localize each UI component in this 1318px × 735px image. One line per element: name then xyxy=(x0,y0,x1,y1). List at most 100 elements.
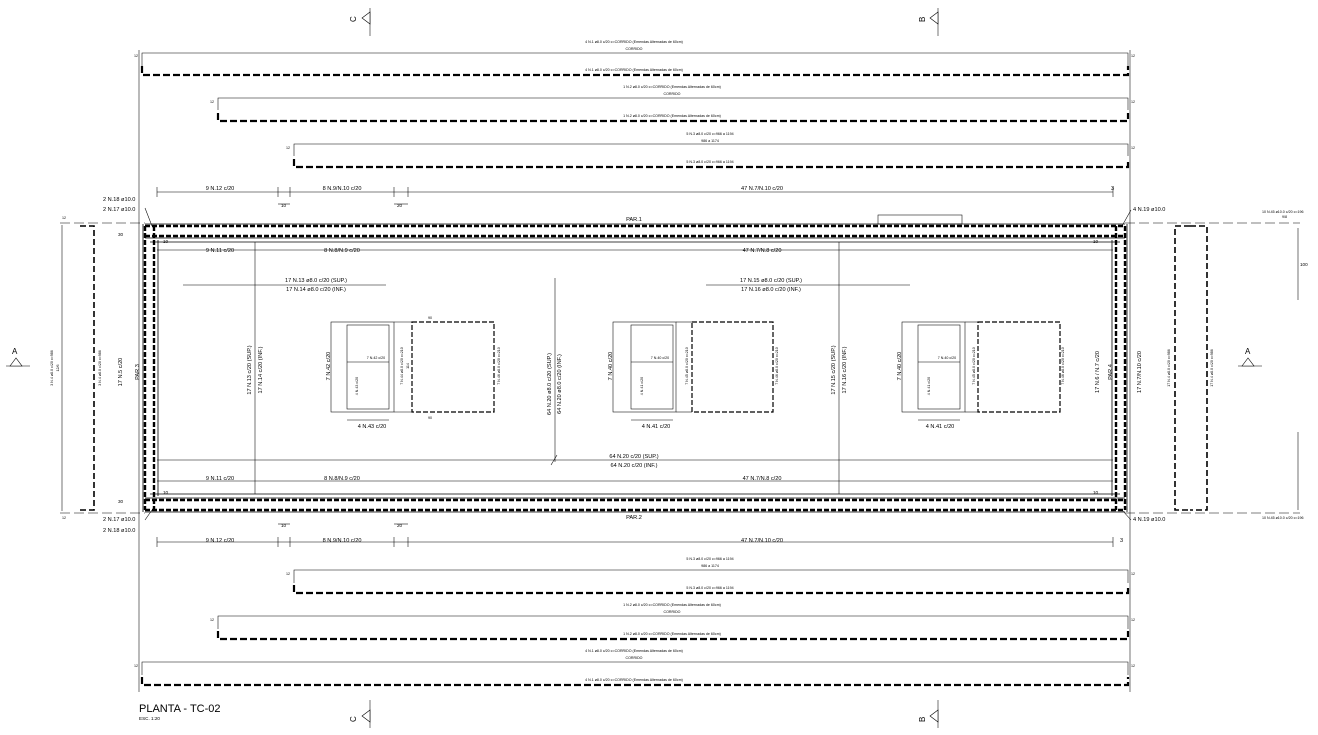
opening-3: 7 N.40 c/20 7 N.40 c/20 4 N.41 c/20 7 N.… xyxy=(897,321,1065,430)
svg-text:47 N.7/N.8 c/20: 47 N.7/N.8 c/20 xyxy=(743,476,782,482)
section-a-right: A xyxy=(1245,347,1251,356)
svg-text:7 N.42 c/20: 7 N.42 c/20 xyxy=(367,356,385,360)
svg-text:17 N.16 c/20 (INF.): 17 N.16 c/20 (INF.) xyxy=(842,346,848,393)
n1-label-top: 4 N.1 ø8.0 c/20 c=CORRIDO (Emendas Alter… xyxy=(585,40,683,44)
svg-text:12: 12 xyxy=(1131,100,1135,104)
svg-text:12: 12 xyxy=(134,664,138,668)
svg-text:4 N.1 ø8.0 c/20 c=CORRIDO (Eme: 4 N.1 ø8.0 c/20 c=CORRIDO (Emendas Alter… xyxy=(585,649,683,653)
svg-text:12: 12 xyxy=(62,516,66,520)
svg-text:5 N.3 ø8.0 c/20 c=966 a 1194: 5 N.3 ø8.0 c/20 c=966 a 1194 xyxy=(686,586,733,590)
svg-text:9 N.12 c/20: 9 N.12 c/20 xyxy=(206,186,235,192)
svg-text:10: 10 xyxy=(1093,239,1099,244)
opening-2: 7 N.40 c/20 7 N.40 c/20 4 N.41 c/20 7 N.… xyxy=(608,321,779,430)
svg-text:12: 12 xyxy=(1131,618,1135,622)
opening-1: 7 N.42 c/20 7 N.42 c/20 4 N.43 c/20 7 N.… xyxy=(326,316,501,430)
svg-text:4 N.43 c/20: 4 N.43 c/20 xyxy=(355,377,359,395)
par4-label: PAR.4 xyxy=(1108,364,1114,380)
svg-text:3 N.4 ø8.0 c/20 c=986: 3 N.4 ø8.0 c/20 c=986 xyxy=(98,350,102,385)
svg-text:8 N.9/N.10 c/20: 8 N.9/N.10 c/20 xyxy=(323,186,362,192)
svg-text:20: 20 xyxy=(397,203,403,208)
svg-text:64 N.20 c/20 (INF.): 64 N.20 c/20 (INF.) xyxy=(611,463,658,469)
svg-text:17 N.5 c/20: 17 N.5 c/20 xyxy=(118,358,124,387)
par1-label: PAR.1 xyxy=(626,217,642,223)
svg-text:17 N.4 ø8.0 c/20 c=986: 17 N.4 ø8.0 c/20 c=986 xyxy=(1167,349,1171,386)
svg-text:7 N.45 ø8.0 c/20 c=210: 7 N.45 ø8.0 c/20 c=210 xyxy=(685,347,689,384)
svg-text:10: 10 xyxy=(281,203,287,208)
svg-text:4 N.41 c/20: 4 N.41 c/20 xyxy=(927,377,931,395)
svg-text:8 N.8/N.9 c/20: 8 N.8/N.9 c/20 xyxy=(324,248,360,254)
svg-text:7 N.46 ø8.0 c/20 c=210: 7 N.46 ø8.0 c/20 c=210 xyxy=(1061,347,1065,384)
svg-text:12: 12 xyxy=(1131,146,1135,150)
svg-text:64 N.20 ø8.0 c/20 (SUP.): 64 N.20 ø8.0 c/20 (SUP.) xyxy=(547,353,553,415)
svg-text:4 N.41 c/20: 4 N.41 c/20 xyxy=(642,424,671,430)
svg-text:5 N.3 ø8.0 c/20 c=966 a 1194: 5 N.3 ø8.0 c/20 c=966 a 1194 xyxy=(686,132,733,136)
svg-text:5 N.3 ø8.0 c/20 c=966 a 1194: 5 N.3 ø8.0 c/20 c=966 a 1194 xyxy=(686,557,733,561)
svg-text:7 N.40 c/20: 7 N.40 c/20 xyxy=(608,352,614,381)
svg-text:12: 12 xyxy=(210,100,214,104)
svg-text:7 N.40 c/20: 7 N.40 c/20 xyxy=(897,352,903,381)
svg-text:20: 20 xyxy=(397,523,403,528)
svg-text:10 N.45 ø10.0 c/20 c=196: 10 N.45 ø10.0 c/20 c=196 xyxy=(1262,516,1303,520)
svg-text:12: 12 xyxy=(286,146,290,150)
svg-text:64 N.20 c/20 (SUP.): 64 N.20 c/20 (SUP.) xyxy=(609,454,658,460)
svg-text:17 N.14 ø8.0 c/20 (INF.): 17 N.14 ø8.0 c/20 (INF.) xyxy=(286,287,346,293)
svg-text:9/8: 9/8 xyxy=(1282,215,1287,219)
top-bar-schedule: 4 N.1 ø8.0 c/20 c=CORRIDO (Emendas Alter… xyxy=(134,40,1135,169)
slab-reinforcement: 17 N.13 ø8.0 c/20 (SUP.) 17 N.14 ø8.0 c/… xyxy=(157,242,1113,494)
svg-text:986 a 1174: 986 a 1174 xyxy=(701,139,719,143)
svg-text:7 N.46 ø8.0 c/20 c=210: 7 N.46 ø8.0 c/20 c=210 xyxy=(775,347,779,384)
svg-text:17 N.15 ø8.0 c/20 (SUP.): 17 N.15 ø8.0 c/20 (SUP.) xyxy=(740,278,802,284)
svg-text:10: 10 xyxy=(1093,490,1099,495)
svg-text:7 N.45 ø8.0 c/20 c=210: 7 N.45 ø8.0 c/20 c=210 xyxy=(972,347,976,384)
svg-text:CORRIDO: CORRIDO xyxy=(664,92,681,96)
svg-text:2 N.17 ø10.0: 2 N.17 ø10.0 xyxy=(103,517,135,523)
par2-label: PAR.2 xyxy=(626,515,642,521)
svg-text:17 N.4 ø8.0 c/20 c=986: 17 N.4 ø8.0 c/20 c=986 xyxy=(1210,349,1214,386)
svg-text:90: 90 xyxy=(428,416,432,420)
svg-text:9 N.11 c/20: 9 N.11 c/20 xyxy=(206,476,234,482)
top-stirrup-dims: 9 N.12 c/20 8 N.9/N.10 c/20 47 N.7/N.10 … xyxy=(156,186,1114,254)
svg-text:12/6: 12/6 xyxy=(56,365,60,372)
svg-text:4 N.43 c/20: 4 N.43 c/20 xyxy=(358,424,387,430)
section-b-bottom: B xyxy=(918,717,927,722)
svg-text:1 N.2 ø8.0 c/20 c=CORRIDO (Eme: 1 N.2 ø8.0 c/20 c=CORRIDO (Emendas Alter… xyxy=(623,85,721,89)
svg-text:17 N.14 c/20 (INF.): 17 N.14 c/20 (INF.) xyxy=(258,346,264,393)
svg-text:3: 3 xyxy=(1111,186,1114,192)
svg-text:10: 10 xyxy=(281,523,287,528)
outer-guides xyxy=(138,50,1131,692)
svg-text:3 N.4 ø8.0 c/20 c=986: 3 N.4 ø8.0 c/20 c=986 xyxy=(50,350,54,385)
corner-labels: 2 N.18 ø10.0 2 N.17 ø10.0 2 N.17 ø10.0 2… xyxy=(103,197,1165,534)
corrido-label: CORRIDO xyxy=(626,47,643,51)
svg-text:100: 100 xyxy=(1300,262,1308,267)
svg-text:CORRIDO: CORRIDO xyxy=(664,610,681,614)
svg-text:9 N.11 c/20: 9 N.11 c/20 xyxy=(206,248,234,254)
drawing-scale: ESC. 1:20 xyxy=(139,716,160,721)
title-block: PLANTA - TC-02 ESC. 1:20 xyxy=(139,703,221,721)
svg-text:47 N.7/N.10 c/20: 47 N.7/N.10 c/20 xyxy=(741,186,783,192)
svg-text:17 N.15 c/20 (SUP.): 17 N.15 c/20 (SUP.) xyxy=(831,345,837,394)
section-b-top: B xyxy=(918,17,927,22)
svg-text:12: 12 xyxy=(134,54,138,58)
drawing-title: PLANTA - TC-02 xyxy=(139,703,221,715)
svg-text:12: 12 xyxy=(1131,54,1135,58)
svg-text:12: 12 xyxy=(210,618,214,622)
svg-text:4 N.19 ø10.0: 4 N.19 ø10.0 xyxy=(1133,207,1165,213)
svg-text:47 N.7/N.8 c/20: 47 N.7/N.8 c/20 xyxy=(743,248,782,254)
par3-label: PAR.3 xyxy=(135,364,141,380)
svg-text:2 N.18 ø10.0: 2 N.18 ø10.0 xyxy=(103,528,135,534)
svg-text:1 N.2 ø8.0 c/20 c=CORRIDO (Eme: 1 N.2 ø8.0 c/20 c=CORRIDO (Emendas Alter… xyxy=(623,632,721,636)
svg-text:17 N.6 / N.7 c/20: 17 N.6 / N.7 c/20 xyxy=(1095,351,1101,393)
svg-text:12: 12 xyxy=(62,216,66,220)
svg-text:4 N.1 ø8.0 c/20 c=CORRIDO (Eme: 4 N.1 ø8.0 c/20 c=CORRIDO (Emendas Alter… xyxy=(585,678,683,682)
svg-text:12: 12 xyxy=(1131,664,1135,668)
svg-text:90: 90 xyxy=(428,316,432,320)
svg-text:5 N.3 ø8.0 c/20 c=966 a 1194: 5 N.3 ø8.0 c/20 c=966 a 1194 xyxy=(686,160,733,164)
svg-text:986 a 1174: 986 a 1174 xyxy=(701,564,719,568)
section-a-left: A xyxy=(12,347,18,356)
side-bars: 12 12 3 N.4 ø8.0 c/20 c=986 12/6 3 N.4 ø… xyxy=(50,210,1308,520)
svg-text:10: 10 xyxy=(163,239,169,244)
svg-text:30: 30 xyxy=(118,499,124,504)
svg-text:7 N.46 ø8.0 c/20 c=210: 7 N.46 ø8.0 c/20 c=210 xyxy=(497,347,501,384)
n1-label-bottom: 4 N.1 ø8.0 c/20 c=CORRIDO (Emendas Alter… xyxy=(585,68,683,72)
